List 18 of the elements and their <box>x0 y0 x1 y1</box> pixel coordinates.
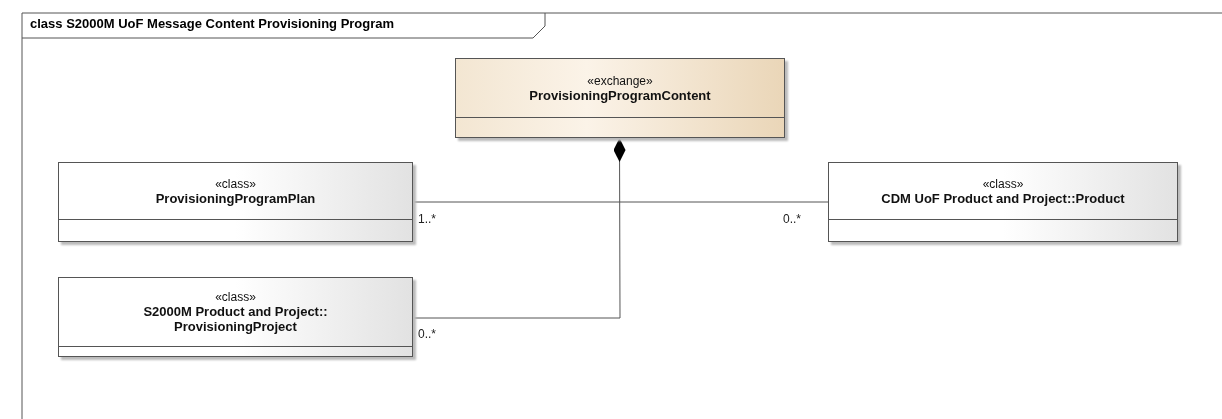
multiplicity-label: 0..* <box>783 212 801 226</box>
diagram-title: class S2000M UoF Message Content Provisioning Program <box>30 16 395 31</box>
class-box <box>58 277 413 357</box>
class-box <box>828 162 1178 242</box>
multiplicity-label: 1..* <box>418 212 436 226</box>
class-name: ProvisioningProgramPlan <box>155 190 316 206</box>
stereotype-label: «class» <box>215 176 256 191</box>
composition-line <box>412 137 626 319</box>
class-name: ProvisioningProgramContent <box>529 87 711 103</box>
class-name: S2000M Product and Project:: ProvisioningProject <box>142 304 329 334</box>
stereotype-label: «exchange» <box>587 73 653 88</box>
class-name: CDM UoF Product and Project::Product <box>881 190 1125 206</box>
stereotype-label: «class» <box>215 290 256 304</box>
class-box <box>455 58 785 138</box>
class-box <box>58 162 413 242</box>
multiplicity-label: 0..* <box>418 327 436 341</box>
association-line <box>412 201 829 203</box>
stereotype-label: «class» <box>982 176 1024 191</box>
